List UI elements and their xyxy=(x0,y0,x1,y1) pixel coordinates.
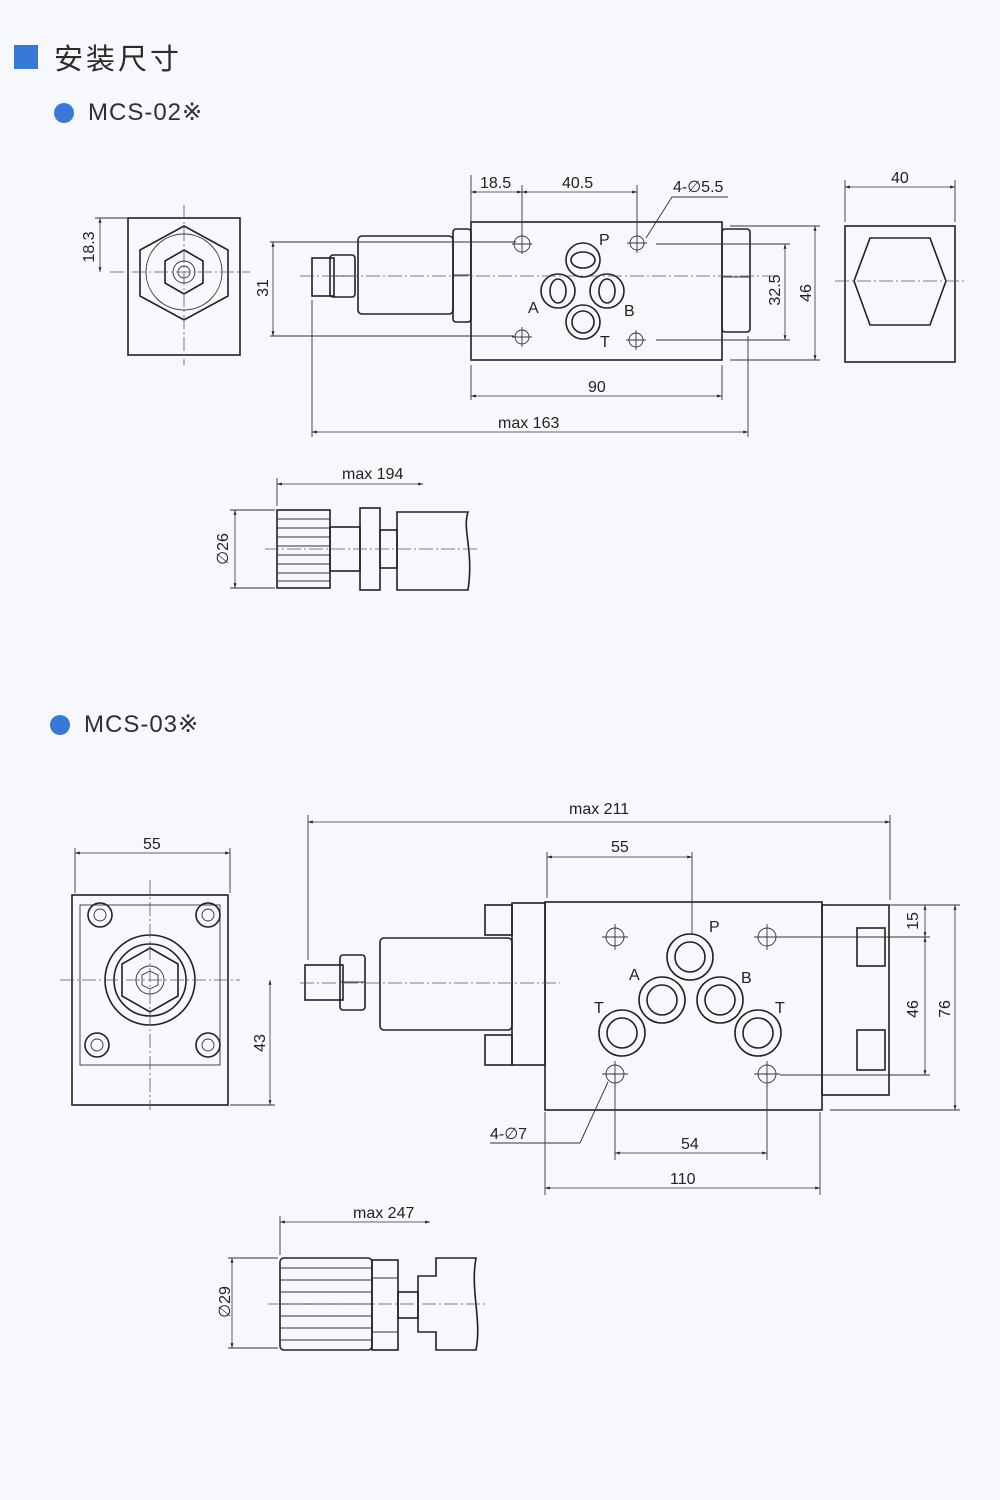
ports xyxy=(540,242,625,340)
mcs03-side-view: P A B T T max 211 55 15 46 76 4-∅7 xyxy=(300,801,960,1195)
dim-dia-29: ∅29 xyxy=(217,1286,234,1318)
holes-callout: 4-∅7 xyxy=(490,1126,527,1143)
section-title: 安装尺寸 xyxy=(54,44,183,76)
holes-callout: 4-∅5.5 xyxy=(673,179,724,196)
mcs02-end-view: 40 xyxy=(835,170,965,363)
mounting-holes xyxy=(602,924,780,1087)
dim-max-211: max 211 xyxy=(569,801,629,818)
dim-32-5: 32.5 xyxy=(767,274,784,305)
port-label-a: A xyxy=(629,967,640,984)
port-label-p: P xyxy=(599,232,610,249)
port-label-b: B xyxy=(741,970,752,987)
mcs02-side-view: P A B T 18.5 40.5 4-∅5.5 31 32.5 46 xyxy=(255,175,820,437)
model-name: MCS-02※ xyxy=(88,99,204,126)
model-heading-mcs03: MCS-03※ xyxy=(50,710,199,739)
section-heading: 安装尺寸 xyxy=(14,36,182,78)
dim-46: 46 xyxy=(905,1000,922,1018)
port-label-a: A xyxy=(528,300,539,317)
dim-90: 90 xyxy=(588,379,606,396)
dim-55-side: 55 xyxy=(611,839,629,856)
dim-55-front: 55 xyxy=(143,836,161,853)
port-label-b: B xyxy=(624,303,635,320)
ports xyxy=(598,933,782,1057)
dim-43: 43 xyxy=(252,1034,269,1052)
dim-18-3: 18.3 xyxy=(81,231,98,262)
dim-40-5: 40.5 xyxy=(562,175,593,192)
mcs02-front-view: 18.3 xyxy=(81,205,250,365)
dim-54: 54 xyxy=(681,1136,699,1153)
dim-18-5: 18.5 xyxy=(480,175,511,192)
mcs02-knob-view: max 194 ∅26 xyxy=(215,466,480,591)
dim-max-163: max 163 xyxy=(498,415,559,432)
dot-bullet-icon xyxy=(54,102,74,123)
dim-31: 31 xyxy=(255,279,272,297)
port-label-p: P xyxy=(709,919,720,936)
dot-bullet-icon xyxy=(50,714,70,735)
mcs03-knob-view: max 247 ∅29 xyxy=(217,1205,486,1351)
port-label-t-right: T xyxy=(775,1000,785,1017)
model-heading-mcs02: MCS-02※ xyxy=(54,98,203,127)
dim-110: 110 xyxy=(670,1171,696,1188)
square-bullet-icon xyxy=(14,45,38,69)
mcs03-front-view: 55 43 xyxy=(60,836,275,1110)
dim-40: 40 xyxy=(891,170,909,187)
dim-max-194: max 194 xyxy=(342,466,403,483)
dim-15: 15 xyxy=(905,912,922,930)
dim-dia-26: ∅26 xyxy=(215,533,232,565)
port-label-t-left: T xyxy=(594,1000,604,1017)
dim-max-247: max 247 xyxy=(353,1205,414,1222)
dim-46: 46 xyxy=(798,284,815,302)
port-label-t: T xyxy=(600,334,610,351)
mounting-bolts xyxy=(84,902,221,1058)
dim-76: 76 xyxy=(937,1000,954,1018)
model-name: MCS-03※ xyxy=(84,711,200,738)
